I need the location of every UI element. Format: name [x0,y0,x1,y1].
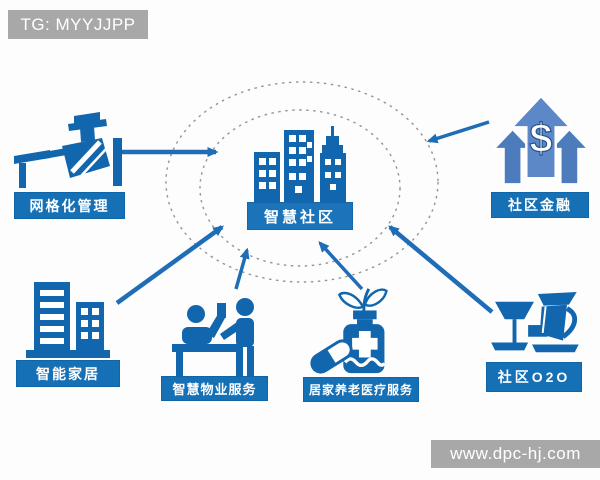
apartment-buildings-icon [26,282,110,358]
outer-dashed-ellipse [165,81,439,283]
node-grid-management [14,110,126,190]
node-smart-home [18,282,118,360]
center-label: 智慧社区 [247,202,353,230]
medicine-bottle-sprout-icon [310,288,388,374]
center-node [248,126,356,202]
watermark-top-left: TG: MYYJJPP [8,10,148,39]
node-elderly-medical [308,286,406,378]
smart-home-label: 智能家居 [16,360,120,387]
property-service-label: 智慧物业服务 [161,376,268,401]
node-community-finance: $ [492,96,590,190]
arrow-community-finance-to-center [426,120,490,144]
arrow-smart-home-to-center [115,225,225,305]
grid-management-label: 网格化管理 [14,192,125,219]
inner-dashed-ellipse [199,109,401,267]
city-skyline-icon [254,126,346,202]
arrow-elderly-medical-to-center [318,241,364,291]
svg-text:$: $ [530,115,553,161]
arrow-community-o2o-to-center [388,225,494,314]
elderly-medical-label: 居家养老医疗服务 [303,377,419,402]
community-o2o-label: 社区O2O [486,362,582,392]
arrow-property-service-to-center [234,247,250,290]
community-finance-label: 社区金融 [491,192,589,218]
rising-arrows-dollar-icon: $ [492,96,590,186]
tray-glass-pitcher-icon [491,292,579,353]
node-property-service [168,294,268,380]
officer-at-desk-icon [14,112,122,188]
node-community-o2o [482,292,582,362]
watermark-bottom-right: www.dpc-hj.com [431,440,600,468]
service-counter-icon [172,298,254,378]
